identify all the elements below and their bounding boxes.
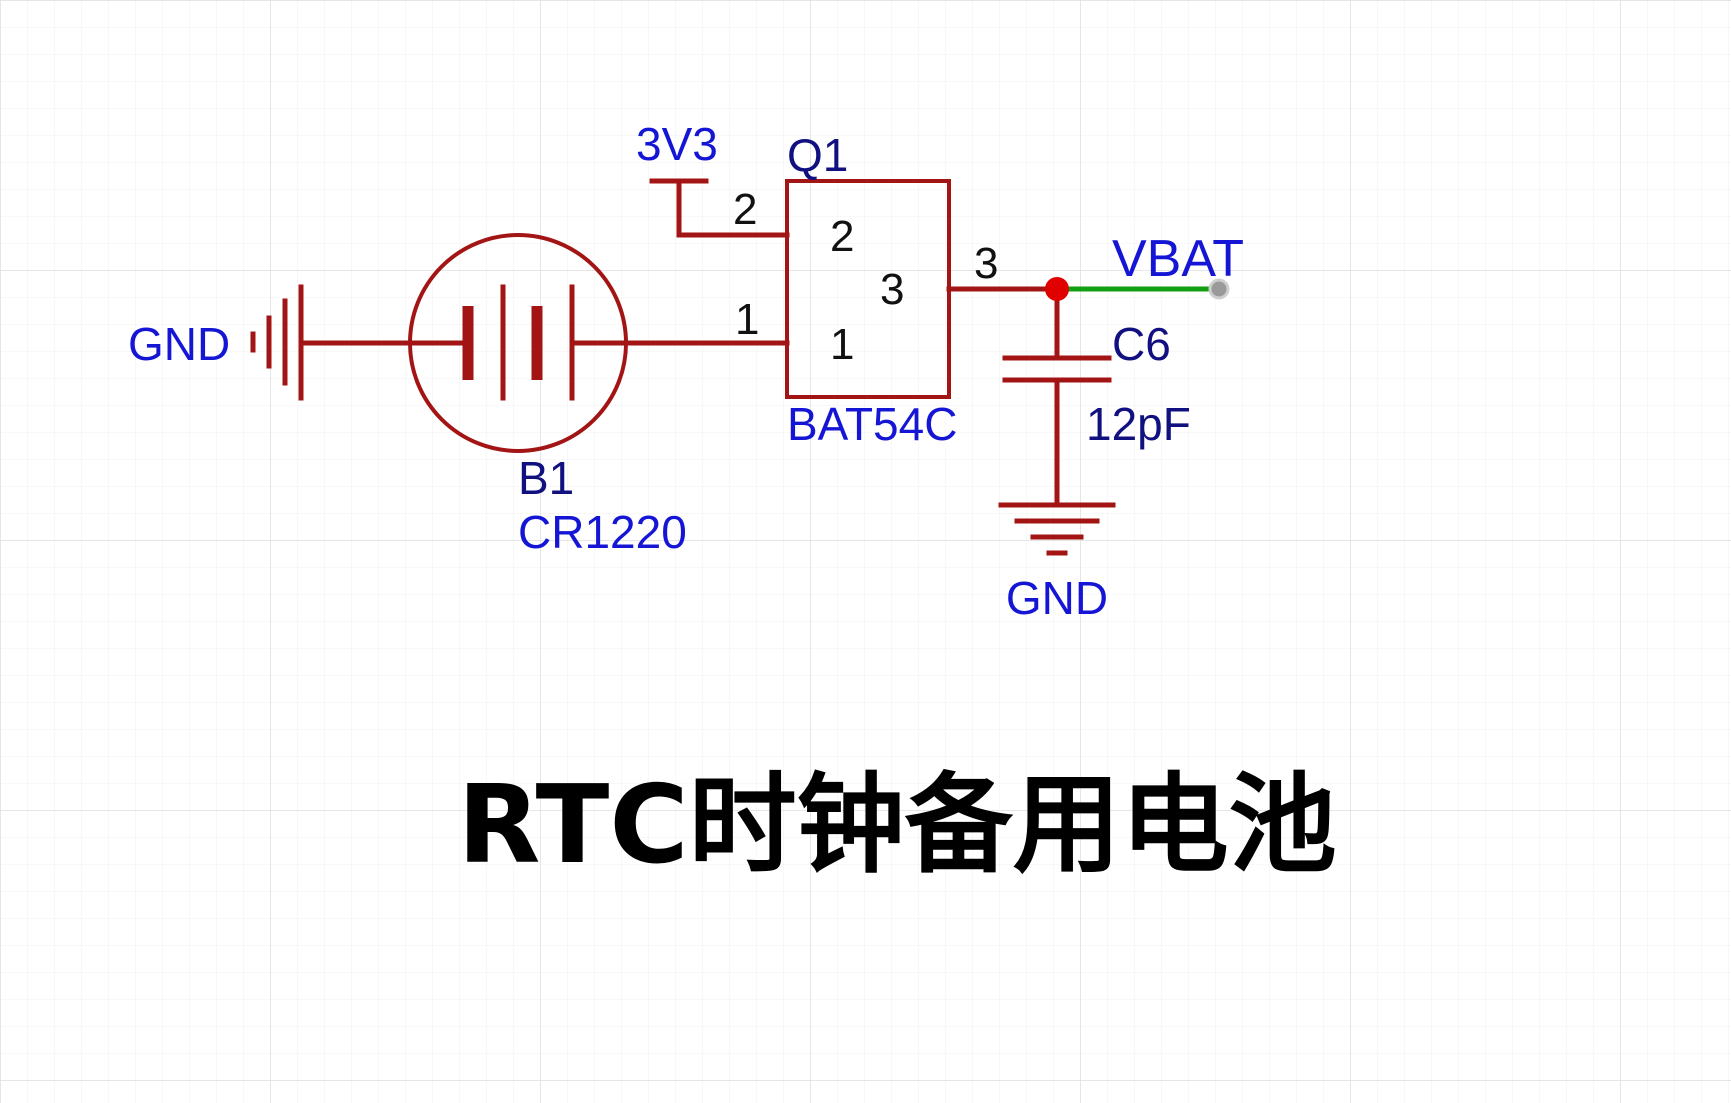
page-title: RTC时钟备用电池 bbox=[457, 763, 1336, 888]
diode-pin2-outer: 2 bbox=[733, 185, 757, 234]
battery-value: CR1220 bbox=[518, 506, 687, 558]
supply-net-label: 3V3 bbox=[636, 118, 718, 170]
diode-pin2-inner: 2 bbox=[830, 212, 854, 261]
diode-value: BAT54C bbox=[787, 398, 957, 450]
gnd-net-label-bottom: GND bbox=[1006, 572, 1108, 624]
vbat-net-label: VBAT bbox=[1112, 230, 1244, 288]
cap-ref: C6 bbox=[1112, 318, 1171, 370]
cap-value: 12pF bbox=[1086, 398, 1191, 450]
vbat-net-end bbox=[1208, 278, 1230, 300]
diode-pin1-inner: 1 bbox=[830, 320, 854, 369]
diode-pin1-outer: 1 bbox=[735, 295, 759, 344]
diode-pin3-inner: 3 bbox=[880, 265, 904, 314]
junction-dot bbox=[1045, 277, 1069, 301]
battery-ref: B1 bbox=[518, 452, 574, 504]
gnd-symbol-bottom bbox=[998, 502, 1116, 556]
diode-pin3-outer: 3 bbox=[974, 239, 998, 288]
diode-ref: Q1 bbox=[787, 129, 848, 181]
gnd-net-label-left: GND bbox=[128, 318, 230, 370]
